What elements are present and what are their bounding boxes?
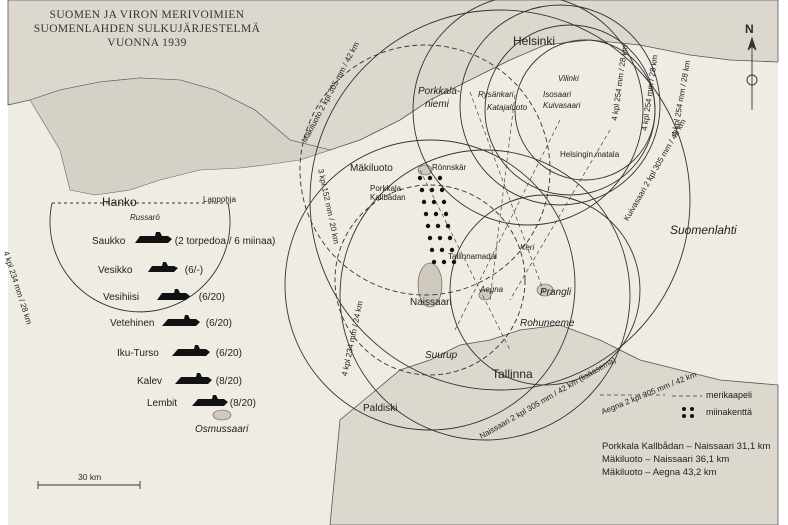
distance-item: Mäkiluoto – Aegna 43,2 km: [602, 467, 717, 478]
label-tallinna: Tallinna: [492, 367, 533, 381]
title-line-2: SUOMENLAHDEN SULKUJÄRJESTELMÄ: [33, 23, 261, 35]
submarine-iku-turso: Iku-Turso (6/20): [117, 348, 242, 359]
submarine-armament: (6/20): [198, 292, 225, 303]
naissaari-island: [417, 262, 443, 308]
distance-item: Porkkala Kallbådan – Naissaari 31,1 km: [602, 441, 771, 452]
aegna-island: [478, 289, 492, 301]
range-circles: [49, 0, 691, 441]
label-tallinnamadal: Tallinnamadal: [448, 252, 497, 261]
scale-label: 30 km: [78, 472, 102, 482]
submarine-name: Vesikko: [98, 265, 133, 276]
label-suurup: Suurup: [425, 350, 458, 361]
osmussaari-island: [212, 409, 232, 421]
minefield: [417, 175, 457, 265]
submarine-name: Lembit: [147, 398, 178, 409]
legend-mine-dots: [682, 407, 694, 418]
submarine-vesikko: Vesikko (6/-): [98, 265, 203, 276]
label-keri: Keri: [520, 243, 535, 252]
label-russaro: Russarö: [130, 213, 160, 222]
submarine-name: Kalev: [137, 376, 163, 387]
label-hanko: Hanko: [102, 195, 137, 209]
submarine-lembit: Lembit (8/20): [147, 398, 256, 409]
label-lappohja: Lappohja: [203, 195, 236, 204]
legend-cable: merikaapeli: [706, 390, 753, 400]
title-line-3: VUONNA 1939: [107, 37, 187, 49]
submarine-saukko: Saukko (2 torpedoa / 6 miinaa): [92, 236, 275, 247]
label-aegna: Aegna: [480, 285, 504, 294]
label-helsinki: Helsinki: [513, 34, 556, 48]
paper-edge-left: [0, 0, 8, 525]
label-isosaari: Isosaari: [543, 90, 572, 99]
submarine-icons: [135, 232, 228, 406]
label-ronnskar: Rönnskär: [432, 163, 467, 172]
paper-edge-right: [778, 0, 788, 525]
submarine-armament: (2 torpedoa / 6 miinaa): [174, 236, 276, 247]
label-helsingin-matala: Helsingin matala: [560, 150, 620, 159]
label-ryssankari: Rysänkari: [478, 90, 514, 99]
label-suomenlahti: Suomenlahti: [670, 223, 737, 237]
submarine-name: Vetehinen: [110, 318, 155, 329]
title-line-1: SUOMEN JA VIRON MERIVOIMIEN: [49, 9, 245, 21]
distance-item: Mäkiluoto – Naissaari 36,1 km: [602, 454, 730, 465]
label-porkkala: Porkkala-: [418, 86, 461, 97]
label-katajaluoto: Katajaluoto: [487, 103, 528, 112]
submarine-armament: (6/20): [205, 318, 232, 329]
sea-cables: [419, 91, 665, 396]
submarine-vesihiisi: Vesihiisi (6/20): [103, 292, 225, 303]
submarine-name: Vesihiisi: [103, 292, 140, 303]
submarine-armament: (6/-): [184, 265, 204, 276]
submarine-armament: (8/20): [215, 376, 242, 387]
scale-bar: [37, 481, 141, 489]
label-naissaari: Naissaari: [410, 297, 452, 308]
label-makiluoto: Mäkiluoto: [350, 163, 393, 174]
submarine-armament: (6/20): [215, 348, 242, 359]
label-rohuneeme: Rohuneeme: [520, 318, 575, 329]
label-porkkala-kallbadan: Porkkala Kallbådan: [370, 184, 406, 202]
prangli-island: [536, 283, 554, 297]
map-title: SUOMEN JA VIRON MERIVOIMIEN SUOMENLAHDEN…: [22, 8, 272, 50]
label-kuivasaari: Kuivasaari: [543, 101, 581, 110]
distance-list: Porkkala Kallbådan – Naissaari 31,1 km M…: [602, 440, 770, 479]
label-paldiski: Paldiski: [363, 403, 398, 414]
submarine-vetehinen: Vetehinen (6/20): [110, 318, 232, 329]
label-vilinki: Vilinki: [558, 74, 579, 83]
submarine-name: Iku-Turso: [117, 348, 159, 359]
submarine-armament: (8/20): [229, 398, 256, 409]
submarine-name: Saukko: [92, 236, 126, 247]
submarine-kalev: Kalev (8/20): [137, 376, 242, 387]
legend-minefield: miinakenttä: [706, 407, 753, 417]
north-label: N: [745, 22, 754, 36]
label-prangli: Prangli: [540, 287, 572, 298]
estonian-coast: [329, 324, 779, 525]
label-porkkala-2: niemi: [425, 99, 449, 110]
label-osmussaari: Osmussaari: [195, 424, 249, 435]
north-arrow-icon: [746, 36, 758, 110]
